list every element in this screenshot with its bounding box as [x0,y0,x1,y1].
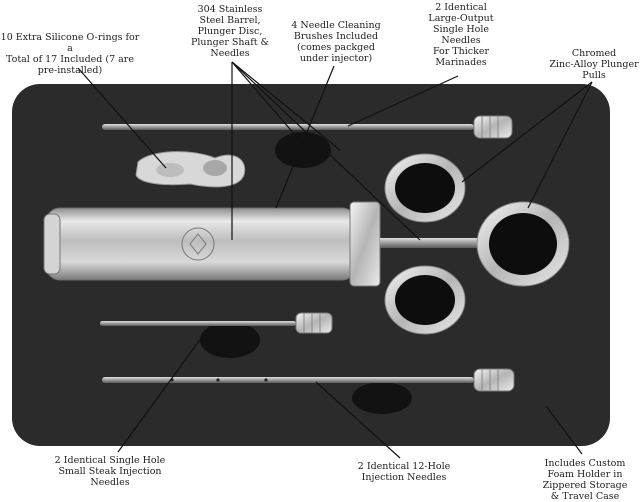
single-hole-callout: 2 Identical Single Hole Small Steak Inje… [54,455,166,488]
foam-holder-callout: Includes Custom Foam Holder in Zippered … [542,458,628,502]
single-hole-needle [100,312,333,334]
leader-large-output [347,75,459,127]
leader-twelve-hole [315,381,401,459]
plunger-pull-thumb [476,201,570,287]
leader-pull-2 [527,81,593,209]
leader-foam [545,405,583,455]
leader-lines [77,61,593,459]
large-output-callout: 2 Identical Large-Output Single Hole Nee… [428,2,494,68]
leader-disc [231,61,309,151]
brand-logo [181,227,215,261]
brushes-callout: 4 Needle Cleaning Brushes Included (come… [291,20,381,64]
foam-cutout [352,382,412,414]
stainless-callout: 304 Stainless Steel Barrel, Plunger Disc… [190,4,270,59]
leader-pull-1 [461,81,593,183]
plunger-shaft [380,238,490,248]
o-rings-bag [135,151,246,188]
twelve-hole-callout: 2 Identical 12-Hole Injection Needles [357,461,451,483]
foam-cutout [200,322,260,358]
injector-barrel [43,201,381,287]
o-rings-callout: 10 Extra Silicone O-rings for a Total of… [0,32,140,76]
plunger-pulls-callout: Chromed Zinc-Alloy Plunger Pulls [549,48,639,81]
foam-cutout [275,132,331,168]
leader-brushes [275,65,335,209]
leader-o-rings [77,67,167,169]
leader-shaft [231,61,421,241]
plunger-pull-bottom [384,265,466,335]
leader-single-hole [117,325,211,453]
twelve-hole-needle [102,368,515,392]
leader-needles [231,61,341,151]
plunger-pull-top [384,153,466,223]
